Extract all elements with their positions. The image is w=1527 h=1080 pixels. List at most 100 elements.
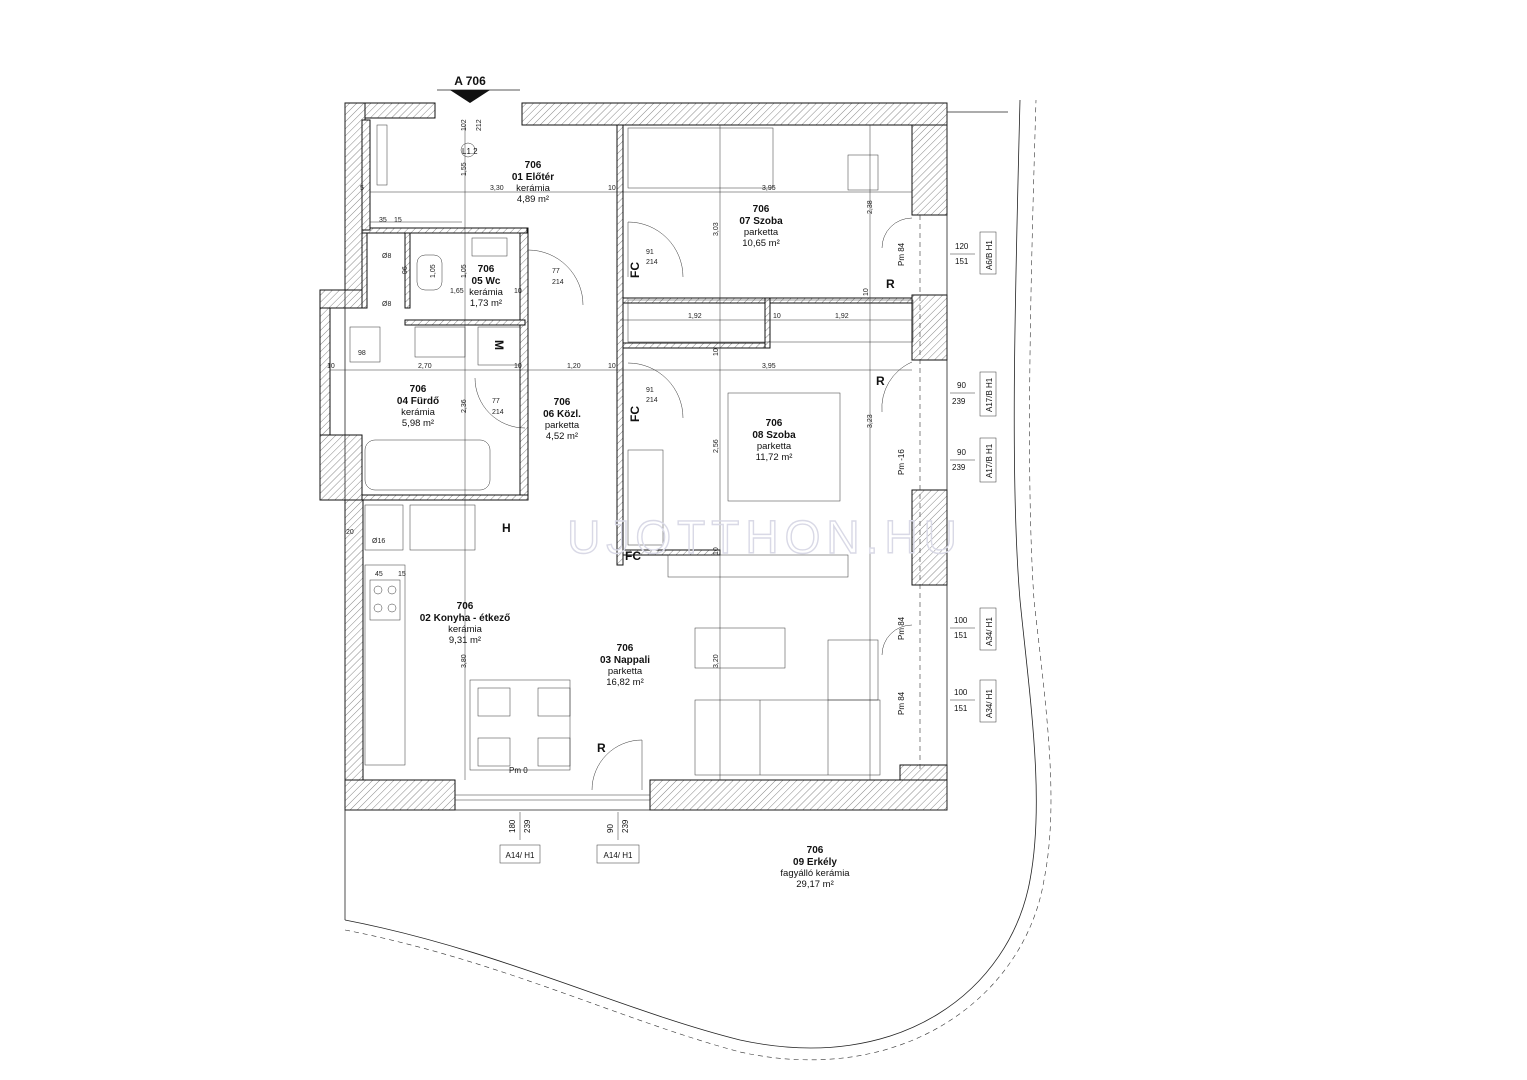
svg-text:04 Fürdő: 04 Fürdő (397, 396, 439, 407)
level-pm-16: Pm -16 (897, 449, 906, 475)
svg-text:1,73 m²: 1,73 m² (470, 298, 502, 309)
svg-text:2,70: 2,70 (418, 363, 432, 370)
r-label-1: R (886, 277, 895, 291)
svg-text:706: 706 (753, 204, 770, 215)
svg-text:2,36: 2,36 (461, 399, 468, 413)
svg-text:A14/ H1: A14/ H1 (506, 851, 535, 860)
svg-text:3,03: 3,03 (713, 222, 720, 236)
svg-text:120: 120 (955, 242, 969, 251)
svg-text:15: 15 (394, 217, 402, 224)
fc-label-1: FC (628, 262, 642, 278)
svg-text:1,65: 1,65 (450, 288, 464, 295)
svg-text:10: 10 (713, 547, 720, 555)
svg-text:A6/B H1: A6/B H1 (985, 240, 994, 270)
svg-text:10: 10 (514, 363, 522, 370)
svg-text:1,05: 1,05 (430, 264, 437, 278)
svg-text:100: 100 (954, 688, 968, 697)
svg-text:01 Előtér: 01 Előtér (512, 172, 554, 183)
svg-text:1,20: 1,20 (567, 363, 581, 370)
level-labels: Pm 0 Pm 84 Pm -16 Pm 84 Pm 84 (509, 242, 906, 775)
svg-text:706: 706 (457, 601, 474, 612)
svg-text:4,52 m²: 4,52 m² (546, 431, 578, 442)
window-callout-1: 120 151 A6/B H1 (950, 231, 997, 275)
svg-text:2,38: 2,38 (867, 200, 874, 214)
svg-text:16,82 m²: 16,82 m² (606, 677, 644, 688)
svg-text:kerámia: kerámia (448, 624, 483, 635)
svg-text:10: 10 (608, 363, 616, 370)
svg-text:100: 100 (954, 616, 968, 625)
svg-text:706: 706 (525, 160, 542, 171)
svg-text:91: 91 (646, 249, 654, 256)
svg-text:2,56: 2,56 (713, 439, 720, 453)
level-pm84-3: Pm 84 (897, 691, 906, 715)
fixture-labels: FC FC FC R R R M H L1.2 (462, 147, 895, 755)
svg-text:15: 15 (398, 571, 406, 578)
svg-text:98: 98 (358, 350, 366, 357)
svg-text:151: 151 (955, 257, 969, 266)
svg-text:1,92: 1,92 (688, 313, 702, 320)
svg-text:07 Szoba: 07 Szoba (739, 216, 783, 227)
svg-text:02 Konyha - étkező: 02 Konyha - étkező (420, 613, 511, 624)
svg-text:05 Wc: 05 Wc (472, 276, 501, 287)
svg-text:A17/B H1: A17/B H1 (985, 443, 994, 478)
r-label-3: R (597, 741, 606, 755)
window-callout-3: 90 239 A17/B H1 (950, 437, 997, 483)
svg-text:239: 239 (952, 463, 966, 472)
svg-text:214: 214 (552, 279, 564, 286)
room-label-08: 706 08 Szoba parketta 11,72 m² (752, 418, 796, 463)
svg-text:1,55: 1,55 (461, 162, 468, 176)
svg-text:151: 151 (954, 631, 968, 640)
svg-text:10: 10 (514, 288, 522, 295)
room-label-07: 706 07 Szoba parketta 10,65 m² (739, 204, 783, 249)
svg-text:3,95: 3,95 (762, 363, 776, 370)
r-label-2: R (876, 374, 885, 388)
window-callout-2: 90 239 A17/B H1 (950, 371, 997, 417)
section-marker: A 706 (437, 74, 520, 103)
dimension-texts: 3,30 3,95 3,95 3,03 2,38 2,70 1,20 2,36 … (327, 119, 874, 668)
svg-text:239: 239 (523, 819, 532, 833)
level-pm84-2: Pm 84 (897, 616, 906, 640)
room-label-01: 706 01 Előtér kerámia 4,89 m² (512, 160, 554, 205)
level-pm84-1: Pm 84 (897, 242, 906, 266)
svg-text:706: 706 (554, 397, 571, 408)
svg-text:706: 706 (410, 384, 427, 395)
svg-text:45: 45 (375, 571, 383, 578)
m-label: M (492, 340, 506, 350)
window-callout-7: 90 239 A14/ H1 (596, 812, 640, 864)
svg-text:A17/B H1: A17/B H1 (985, 377, 994, 412)
svg-text:29,17 m²: 29,17 m² (796, 879, 834, 890)
svg-text:3,20: 3,20 (713, 654, 720, 668)
svg-text:91: 91 (646, 387, 654, 394)
room-label-09: 706 09 Erkély fagyálló kerámia 29,17 m² (780, 845, 850, 890)
svg-text:239: 239 (621, 819, 630, 833)
l12-label: L1.2 (462, 147, 478, 156)
svg-text:102: 102 (461, 119, 468, 131)
svg-text:08 Szoba: 08 Szoba (752, 430, 796, 441)
svg-text:90: 90 (957, 381, 966, 390)
svg-text:kerámia: kerámia (469, 287, 504, 298)
svg-text:11,72 m²: 11,72 m² (756, 452, 793, 463)
svg-text:706: 706 (807, 845, 824, 856)
svg-text:09 Erkély: 09 Erkély (793, 857, 837, 868)
fc-label-3: FC (625, 549, 641, 563)
svg-text:5: 5 (360, 185, 364, 192)
svg-text:parketta: parketta (608, 666, 643, 677)
room-label-05: 706 05 Wc kerámia 1,73 m² (469, 264, 504, 309)
doors (474, 217, 913, 791)
svg-text:Ø8: Ø8 (382, 253, 391, 260)
svg-text:A34/ H1: A34/ H1 (985, 617, 994, 646)
svg-text:10: 10 (773, 313, 781, 320)
svg-text:parketta: parketta (545, 420, 580, 431)
svg-text:3,95: 3,95 (762, 185, 776, 192)
walls (319, 102, 948, 811)
svg-text:90: 90 (957, 448, 966, 457)
fc-label-2: FC (628, 406, 642, 422)
watermark: UJOTTHON.HU (567, 511, 963, 563)
svg-text:03 Nappali: 03 Nappali (600, 655, 650, 666)
svg-text:A14/ H1: A14/ H1 (604, 851, 633, 860)
furniture (349, 124, 914, 801)
svg-text:fagyálló kerámia: fagyálló kerámia (780, 868, 850, 879)
svg-text:151: 151 (954, 704, 968, 713)
window-callout-6: 180 239 A14/ H1 (499, 812, 541, 864)
